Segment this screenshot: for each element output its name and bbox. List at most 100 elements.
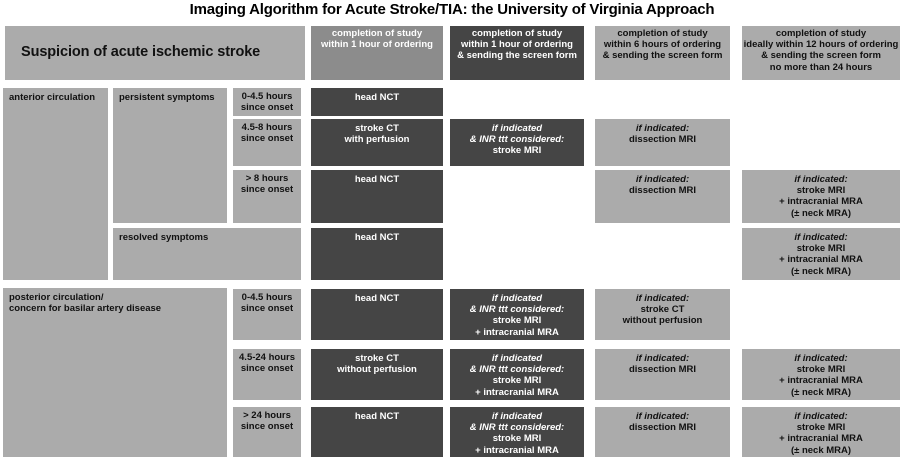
text-line: completion of study — [617, 28, 708, 39]
text-line: 0-4.5 hours — [241, 292, 293, 303]
category-persistent-symptoms: persistent symptoms — [113, 88, 227, 223]
text-line: within 1 hour of ordering — [321, 39, 433, 51]
text-line: if indicated — [491, 123, 543, 134]
text-line: (± neck MRA) — [790, 207, 852, 219]
text-line: dissection MRI — [628, 422, 697, 434]
text-line: 4.5-24 hours — [239, 352, 295, 363]
text-line: persistent symptoms — [119, 92, 215, 103]
text-line: within 1 hour of ordering — [461, 39, 573, 51]
cell-post-gt24-col5: if indicated:stroke MRI+ intracranial MR… — [742, 407, 900, 457]
text-line: 4.5-8 hours — [241, 122, 293, 133]
text-line: dissection MRI — [628, 185, 697, 197]
text-line: (± neck MRA) — [790, 265, 852, 277]
text-line: completion of study — [775, 28, 867, 39]
text-line: without perfusion — [622, 315, 703, 327]
cell-ant-gt8-col4: if indicated:dissection MRI — [595, 170, 730, 223]
text-line: head NCT — [354, 92, 400, 103]
text-line: > 8 hours — [245, 173, 289, 184]
text-line: if indicated — [491, 411, 543, 422]
text-line: ideally within 12 hours of ordering — [743, 39, 899, 51]
cell-post-0-45-col3: if indicated& INR ttt considered:stroke … — [450, 289, 584, 340]
text-line: if indicated: — [794, 232, 848, 243]
cell-post-gt24-col3: if indicated& INR ttt considered:stroke … — [450, 407, 584, 457]
text-line: stroke MRI — [796, 422, 846, 434]
text-line: 0-4.5 hours — [241, 91, 293, 102]
text-line: completion of study — [331, 28, 423, 39]
text-line: dissection MRI — [628, 364, 697, 376]
text-line: + intracranial MRA — [779, 375, 863, 387]
text-line: stroke MRI — [492, 433, 542, 445]
text-line: head NCT — [354, 411, 400, 422]
text-line: + intracranial MRA — [475, 326, 559, 338]
text-line: stroke MRI — [492, 145, 542, 157]
text-line: stroke MRI — [492, 315, 542, 327]
text-line: + intracranial MRA — [475, 444, 559, 456]
text-line: concern for basilar artery disease — [9, 303, 162, 315]
text-line: head NCT — [354, 232, 400, 243]
text-line: since onset — [240, 421, 294, 433]
text-line: no more than 24 hours — [769, 61, 873, 73]
text-line: + intracranial MRA — [475, 386, 559, 398]
text-line: if indicated: — [635, 411, 690, 422]
text-line: without perfusion — [337, 364, 417, 376]
header-main-suspicion: Suspicion of acute ischemic stroke — [5, 26, 305, 80]
text-line: stroke MRI — [492, 375, 542, 387]
category-anterior-circulation: anterior circulation — [3, 88, 108, 280]
text-line: since onset — [240, 363, 294, 375]
text-line: if indicated — [491, 353, 543, 364]
text-line: dissection MRI — [628, 134, 697, 146]
text-line: if indicated: — [635, 353, 690, 364]
text-line: & sending the screen form — [761, 50, 881, 62]
cell-post-gt24-col2: head NCT — [311, 407, 443, 457]
cell-post-45-24-col5: if indicated:stroke MRI+ intracranial MR… — [742, 349, 900, 400]
text-line: (± neck MRA) — [790, 386, 852, 398]
text-line: & INR ttt considered: — [469, 304, 565, 316]
cell-post-gt24-col4: if indicated:dissection MRI — [595, 407, 730, 457]
text-line: if indicated: — [635, 123, 690, 134]
text-line: stroke CT — [640, 304, 685, 316]
text-line: since onset — [240, 303, 294, 315]
category-posterior-circulation: posterior circulation/concern for basila… — [3, 288, 227, 457]
text-line: + intracranial MRA — [779, 254, 863, 266]
text-line: if indicated: — [635, 293, 690, 304]
text-line: > 24 hours — [243, 410, 291, 421]
text-line: & INR ttt considered: — [469, 364, 565, 376]
text-line: if indicated: — [794, 174, 848, 185]
cell-post-45-24-col3: if indicated& INR ttt considered:stroke … — [450, 349, 584, 400]
text-line: with perfusion — [344, 134, 410, 146]
category-resolved-symptoms: resolved symptoms — [113, 228, 301, 280]
cell-ant-45-8-col4: if indicated:dissection MRI — [595, 119, 730, 166]
text-line: if indicated: — [635, 174, 690, 185]
cell-post-0-45-col2: head NCT — [311, 289, 443, 340]
cell-ant-resolved-col2: head NCT — [311, 228, 443, 280]
text-line: completion of study — [471, 28, 563, 39]
cell-ant-45-8-col3: if indicated& INR ttt considered:stroke … — [450, 119, 584, 166]
text-line: anterior circulation — [9, 92, 96, 103]
page-title: Imaging Algorithm for Acute Stroke/TIA: … — [189, 1, 715, 18]
text-line: & sending the screen form — [602, 50, 723, 62]
text-line: if indicated — [491, 293, 543, 304]
text-line: stroke MRI — [796, 243, 846, 255]
text-line: stroke CT — [355, 123, 399, 134]
text-line: & INR ttt considered: — [469, 134, 565, 146]
text-line: stroke MRI — [796, 185, 846, 197]
text-line: stroke MRI — [796, 364, 846, 376]
text-line: head NCT — [354, 174, 400, 185]
text-line: & sending the screen form — [457, 50, 577, 62]
text-line: head NCT — [354, 293, 400, 304]
text-line: & INR ttt considered: — [469, 422, 565, 434]
